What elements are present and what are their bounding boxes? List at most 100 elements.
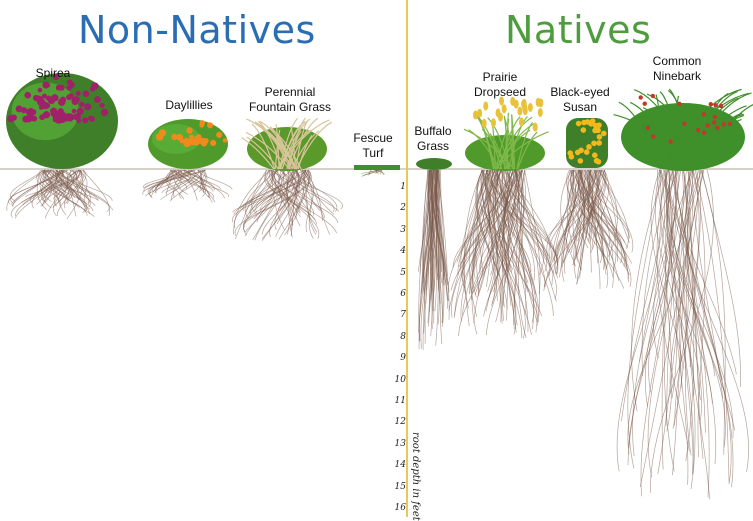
flower [207, 122, 213, 128]
flower [33, 95, 39, 101]
flower [199, 123, 204, 128]
plant-black-eyed-susan [566, 118, 608, 168]
flower [646, 126, 650, 130]
flower [567, 150, 573, 156]
roots-spirea [7, 170, 113, 219]
flower [581, 127, 587, 133]
flower [83, 90, 90, 97]
flower [79, 102, 84, 107]
flower [216, 132, 222, 138]
flower [719, 104, 723, 108]
flower [586, 144, 592, 150]
flower [491, 118, 496, 127]
label-buffalo-grass: BuffaloGrass [406, 124, 460, 154]
flower [522, 103, 527, 112]
flower [60, 97, 65, 102]
root-strand [702, 170, 741, 387]
roots-buffalo-grass [418, 170, 449, 350]
flower [482, 119, 487, 128]
flower [477, 109, 482, 118]
flower [72, 109, 77, 114]
flower [596, 140, 602, 146]
flower [24, 92, 31, 99]
flower [705, 123, 709, 127]
flower [91, 82, 98, 89]
flower [668, 139, 672, 143]
label-common-ninebark: CommonNinebark [640, 54, 714, 84]
flower [39, 105, 44, 110]
flower [502, 104, 507, 113]
flower [578, 158, 584, 164]
flower [38, 96, 43, 101]
flower [714, 103, 718, 107]
flower [40, 100, 45, 105]
plant-buffalo-grass [416, 158, 452, 170]
flower [100, 103, 105, 108]
flower [651, 94, 655, 98]
flower [498, 113, 503, 122]
flower [715, 126, 719, 130]
flower [712, 120, 716, 124]
flower [702, 112, 706, 116]
depth-tick: 15 [392, 482, 406, 492]
flower [682, 121, 686, 125]
flower [595, 128, 601, 134]
root-strand [146, 170, 189, 196]
flower [66, 85, 71, 90]
label-daylillies: Daylillies [152, 98, 226, 113]
flower [186, 141, 190, 145]
flower [594, 158, 600, 164]
label-fescue-turf: FescueTurf [346, 131, 400, 161]
flower [21, 107, 27, 113]
flower [528, 103, 533, 112]
flower [53, 95, 59, 101]
plant-daylillies [148, 119, 228, 169]
depth-tick: 4 [392, 246, 406, 256]
flower [84, 103, 91, 110]
flower [677, 102, 681, 106]
flower [591, 140, 597, 146]
plant-fescue-turf [354, 165, 400, 170]
foliage-mound [416, 158, 452, 170]
flower [38, 88, 43, 93]
flower [199, 138, 206, 145]
flower [651, 134, 655, 138]
depth-tick: 3 [392, 225, 406, 235]
label-perennial-fountain-grass: PerennialFountain Grass [236, 85, 344, 115]
depth-tick: 2 [392, 203, 406, 213]
depth-tick: 16 [392, 503, 406, 513]
depth-tick: 10 [392, 375, 406, 385]
flower [581, 120, 587, 126]
label-black-eyed-susan: Black-eyedSusan [543, 85, 617, 115]
depth-tick: 6 [392, 289, 406, 299]
label-prairie-dropseed: PrairieDropseed [465, 70, 535, 100]
roots-common-ninebark [617, 170, 749, 499]
flower [639, 95, 643, 99]
flower [39, 114, 45, 120]
flower [156, 133, 164, 141]
depth-tick: 7 [392, 310, 406, 320]
depth-tick: 9 [392, 353, 406, 363]
flower [514, 100, 519, 109]
heading-non-natives: Non-Natives [78, 8, 316, 52]
flower [519, 117, 524, 126]
flower [59, 85, 65, 91]
flower [473, 110, 478, 119]
flower [597, 134, 603, 140]
flower [210, 140, 216, 146]
flower [176, 134, 183, 141]
plant-prairie-dropseed [464, 96, 549, 171]
roots-fescue-turf [361, 170, 385, 176]
roots-perennial-fountain-grass [232, 170, 342, 241]
flower [194, 140, 199, 145]
depth-tick: 14 [392, 460, 406, 470]
flower [592, 152, 598, 158]
flower [601, 131, 607, 137]
depth-tick: 8 [392, 332, 406, 342]
flower [27, 113, 34, 120]
depth-axis-title: root depth in feet [410, 432, 421, 521]
flower [101, 109, 108, 116]
label-spirea: Spirea [28, 66, 78, 81]
flower [643, 101, 647, 105]
